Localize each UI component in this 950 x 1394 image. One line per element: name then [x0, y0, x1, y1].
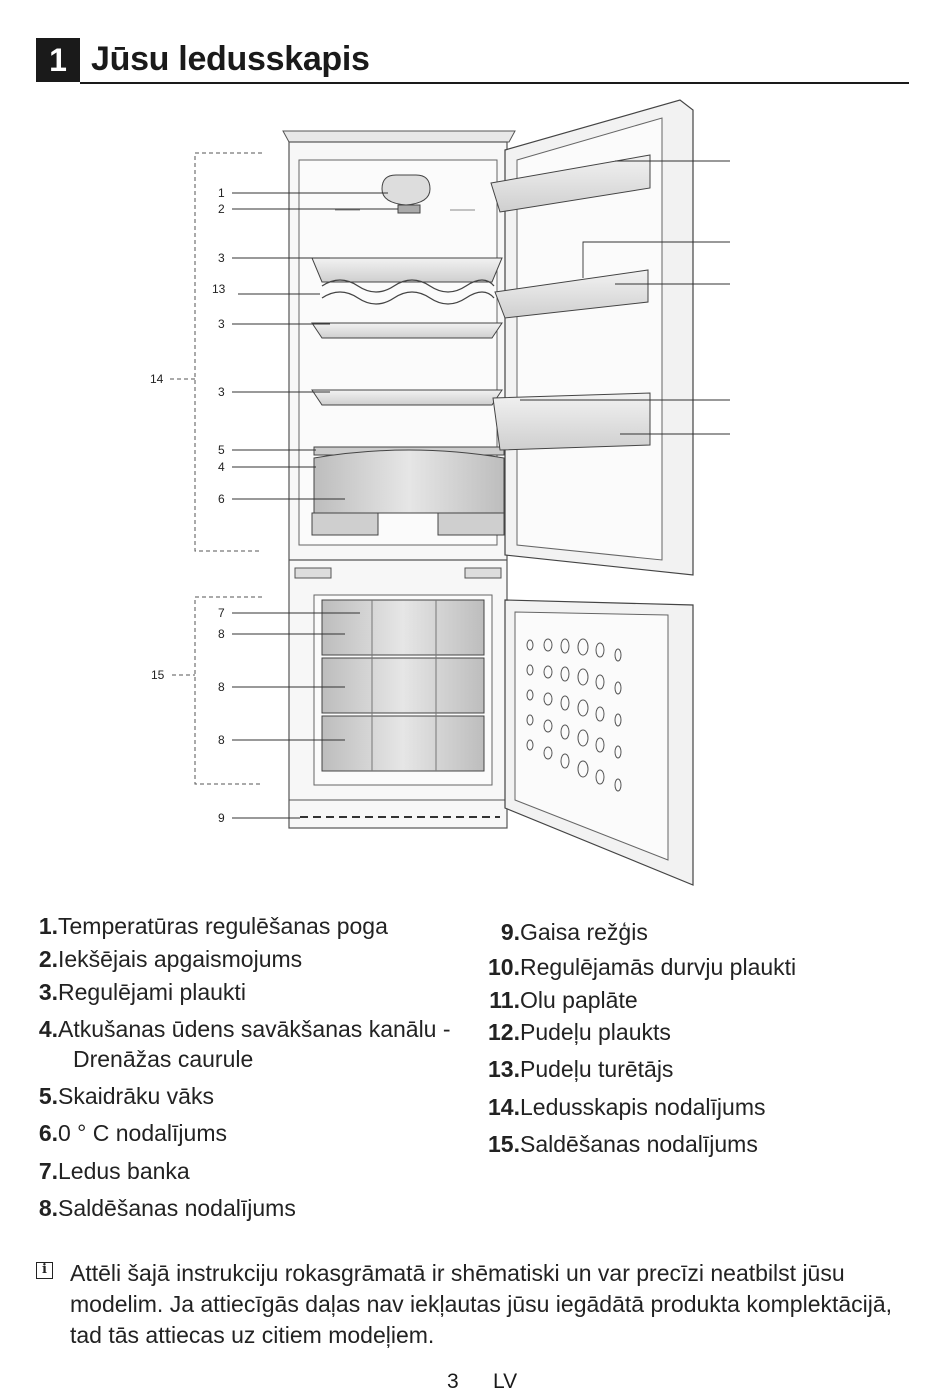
callout-9: 9 [218, 811, 225, 825]
page-title: Jūsu ledusskapis [91, 38, 370, 80]
legend-item: 6.0 ° C nodalījums [36, 1119, 227, 1147]
legend-item: 13.Pudeļu turētājs [484, 1055, 673, 1083]
fridge-door [491, 100, 693, 575]
callout-8c: 8 [218, 733, 225, 747]
legend-item: 12.Pudeļu plaukts [484, 1018, 671, 1046]
legend-left: 1.Temperatūras regulēšanas poga 2.Iekšēj… [36, 912, 476, 1232]
legend-item: 11.Olu paplāte [484, 986, 638, 1014]
legend-item: 10.Regulējamās durvju plaukti [484, 953, 796, 981]
note-line: modelim. Ja attiecīgās daļas nav iekļaut… [70, 1289, 892, 1319]
callout-4: 4 [218, 460, 225, 474]
legend-right: 9.Gaisa režģis 10.Regulējamās durvju pla… [484, 918, 914, 1168]
legend-item: 14.Ledusskapis nodalījums [484, 1093, 765, 1121]
callout-8b: 8 [218, 680, 225, 694]
legend-item: 9.Gaisa režģis [484, 918, 648, 946]
legend-item-continuation: Drenāžas caurule [73, 1045, 253, 1073]
callout-5: 5 [218, 443, 225, 457]
refrigerator-diagram: 1 2 3 13 3 14 3 5 4 6 7 8 15 8 8 9 10 11… [130, 95, 730, 895]
freezer-drawers [322, 600, 484, 771]
callout-7: 7 [218, 606, 225, 620]
info-icon: i [36, 1262, 53, 1279]
legend-item: 2.Iekšējais apgaismojums [36, 945, 302, 973]
legend-item: 5.Skaidrāku vāks [36, 1082, 214, 1110]
callout-15: 15 [151, 668, 165, 682]
header-rule [80, 82, 909, 84]
callout-6: 6 [218, 492, 225, 506]
legend-item: 7.Ledus banka [36, 1157, 190, 1185]
callout-3b: 3 [218, 317, 225, 331]
callout-13: 13 [212, 282, 226, 296]
legend-item: 8.Saldēšanas nodalījums [36, 1194, 296, 1222]
section-number: 1 [36, 38, 80, 82]
legend-item: 4.Atkušanas ūdens savākšanas kanālu - [36, 1015, 451, 1043]
callout-14: 14 [150, 372, 164, 386]
shelf-3 [312, 390, 502, 405]
callout-3: 3 [218, 251, 225, 265]
page-number: 3 [447, 1370, 459, 1394]
freezer-door [505, 600, 693, 885]
callout-2: 2 [218, 202, 225, 216]
language-code: LV [493, 1370, 517, 1394]
shelf-2 [312, 323, 502, 338]
legend-item: 15.Saldēšanas nodalījums [484, 1130, 758, 1158]
legend-item: 3.Regulējami plaukti [36, 978, 246, 1006]
callout-3c: 3 [218, 385, 225, 399]
note-line: tad tās attiecas uz citiem modeļiem. [70, 1320, 434, 1350]
legend-item: 1.Temperatūras regulēšanas poga [36, 912, 388, 940]
callout-1: 1 [218, 186, 225, 200]
callout-8: 8 [218, 627, 225, 641]
section-header: 1 Jūsu ledusskapis [36, 38, 909, 84]
bracket-lines [170, 153, 262, 784]
note-line: Attēli šajā instrukciju rokasgrāmatā ir … [70, 1258, 845, 1288]
